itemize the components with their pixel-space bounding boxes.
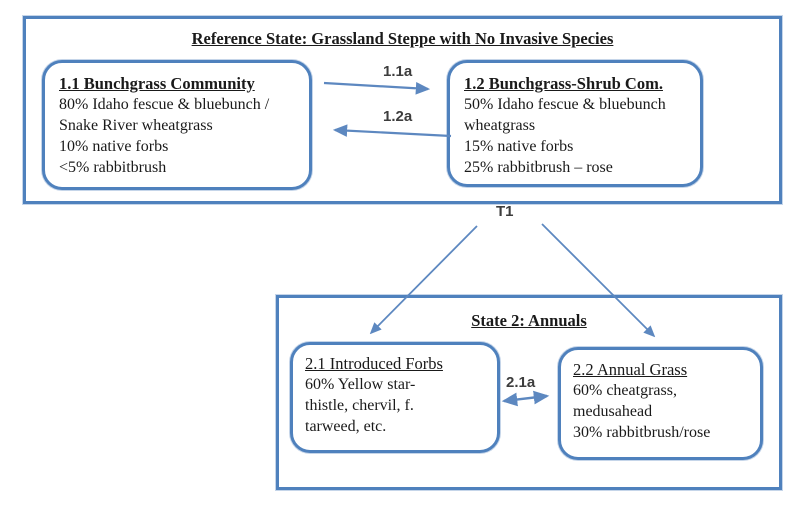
community-box-1-1-line: 10% native forbs bbox=[59, 138, 169, 155]
community-box-1-2-line: wheatgrass bbox=[464, 117, 536, 134]
community-box-1-1: 1.1 Bunchgrass Community 80% Idaho fescu… bbox=[42, 60, 312, 190]
community-box-2-2: 2.2 Annual Grass 60% cheatgrass, medusah… bbox=[558, 347, 763, 460]
community-box-1-1-line: <5% rabbitbrush bbox=[59, 159, 167, 176]
community-box-1-2-line: 15% native forbs bbox=[464, 138, 574, 155]
community-box-1-1-heading: 1.1 Bunchgrass Community bbox=[59, 74, 255, 93]
community-box-1-1-line: Snake River wheatgrass bbox=[59, 117, 213, 134]
community-box-2-1-line: tarweed, etc. bbox=[305, 418, 387, 435]
reference-state-title: Reference State: Grassland Steppe with N… bbox=[191, 29, 614, 48]
state-2-title: State 2: Annuals bbox=[471, 311, 587, 330]
transition-label-1-1a: 1.1a bbox=[383, 63, 413, 80]
community-box-2-2-heading: 2.2 Annual Grass bbox=[573, 360, 688, 379]
community-box-1-2-line: 50% Idaho fescue & bluebunch bbox=[464, 96, 666, 113]
community-box-1-2-line: 25% rabbitbrush – rose bbox=[464, 159, 613, 176]
transition-label-t1: T1 bbox=[496, 203, 514, 220]
community-box-2-1-line: thistle, chervil, f. bbox=[305, 397, 414, 414]
community-box-2-1-heading: 2.1 Introduced Forbs bbox=[305, 354, 443, 373]
community-box-2-2-line: medusahead bbox=[573, 403, 653, 420]
community-box-1-2-heading: 1.2 Bunchgrass-Shrub Com. bbox=[464, 74, 663, 93]
community-box-1-1-line: 80% Idaho fescue & bluebunch / bbox=[59, 96, 270, 113]
community-box-1-2: 1.2 Bunchgrass-Shrub Com. 50% Idaho fesc… bbox=[447, 60, 703, 187]
community-box-2-1-line: 60% Yellow star- bbox=[305, 376, 416, 393]
community-box-2-2-line: 30% rabbitbrush/rose bbox=[573, 424, 711, 441]
community-box-2-1: 2.1 Introduced Forbs 60% Yellow star- th… bbox=[290, 342, 500, 453]
transition-label-2-1a: 2.1a bbox=[506, 374, 536, 391]
transition-label-1-2a: 1.2a bbox=[383, 108, 413, 125]
reference-state-box: Reference State: Grassland Steppe with N… bbox=[23, 16, 782, 204]
community-box-2-2-line: 60% cheatgrass, bbox=[573, 382, 677, 399]
